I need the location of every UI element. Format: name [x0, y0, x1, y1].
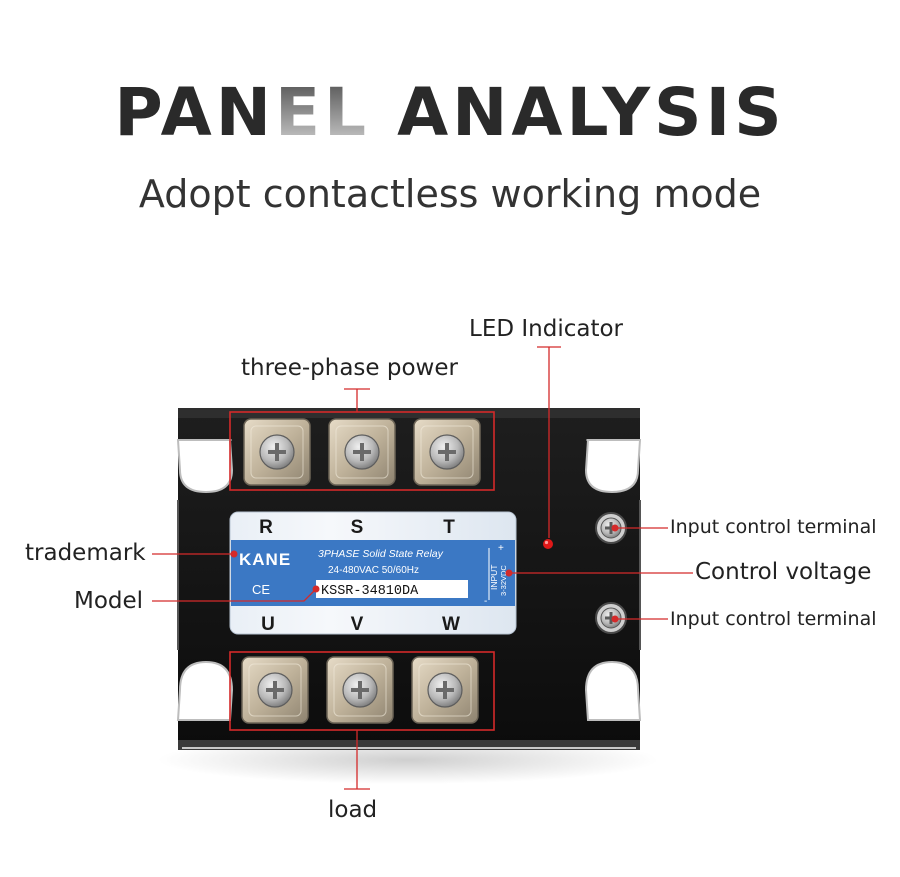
- label-plate: R S T U V W KANE 3PHASE Solid State Rela…: [229, 511, 517, 635]
- phase-letter-u: U: [261, 614, 275, 635]
- input-control-terminal-bottom-label: Input control terminal: [670, 608, 877, 630]
- input-range: 3-32VDC: [499, 565, 508, 596]
- three-phase-power-callout-line: [344, 388, 370, 412]
- control-voltage-dot: [505, 569, 513, 577]
- page-subtitle: Adopt contactless working mode: [138, 172, 762, 216]
- input-control-terminal-top-label: Input control terminal: [670, 516, 877, 538]
- plus-sign: +: [498, 543, 504, 554]
- control-voltage-label: Control voltage: [695, 559, 872, 585]
- terminal-screw-u: [241, 656, 309, 724]
- led-indicator: [543, 539, 553, 549]
- callout-dots: [230, 524, 619, 623]
- product-line-text: 3PHASE Solid State Relay: [318, 548, 444, 560]
- phase-letter-t: T: [443, 517, 455, 538]
- trademark-label: trademark: [25, 540, 146, 566]
- phase-letter-s: S: [351, 517, 364, 538]
- input-terminal-top-dot: [611, 524, 619, 532]
- led-glint: [544, 540, 549, 545]
- callout-lines: [152, 346, 693, 790]
- three-phase-power-highlight: [229, 411, 495, 491]
- terminal-screw-t: [413, 418, 481, 486]
- input-label: INPUT: [489, 565, 499, 591]
- terminal-screw-w: [411, 656, 479, 724]
- minus-sign: -: [484, 596, 487, 607]
- terminal-screw-v: [326, 656, 394, 724]
- model-number: KSSR-34810DA: [321, 584, 419, 599]
- load-terminals: [241, 656, 479, 724]
- ratings-text: 24-480VAC 50/60Hz: [328, 565, 419, 576]
- phase-letter-v: V: [351, 614, 364, 635]
- terminal-screw-s: [328, 418, 396, 486]
- led-callout-line: [537, 346, 561, 538]
- model-dot: [312, 585, 320, 593]
- page-title: PANEL ANALYSIS: [114, 74, 786, 151]
- phase-letter-r: R: [259, 517, 273, 538]
- three-phase-power-label: three-phase power: [241, 355, 458, 381]
- input-control-screw-bottom: [595, 602, 627, 634]
- load-label: load: [328, 797, 378, 823]
- input-terminal-bottom-dot: [611, 615, 619, 623]
- load-callout-line: [344, 730, 370, 790]
- terminal-screw-r: [243, 418, 311, 486]
- led-indicator-label: LED Indicator: [469, 316, 624, 342]
- ce-mark: CE: [252, 582, 270, 597]
- model-label: Model: [74, 588, 144, 614]
- brand-logo: KANE: [239, 550, 291, 569]
- trademark-dot: [230, 550, 238, 558]
- phase-letter-w: W: [442, 614, 460, 635]
- model-callout-line: [152, 588, 317, 602]
- load-highlight: [229, 651, 495, 731]
- three-phase-power-terminals: [243, 418, 481, 486]
